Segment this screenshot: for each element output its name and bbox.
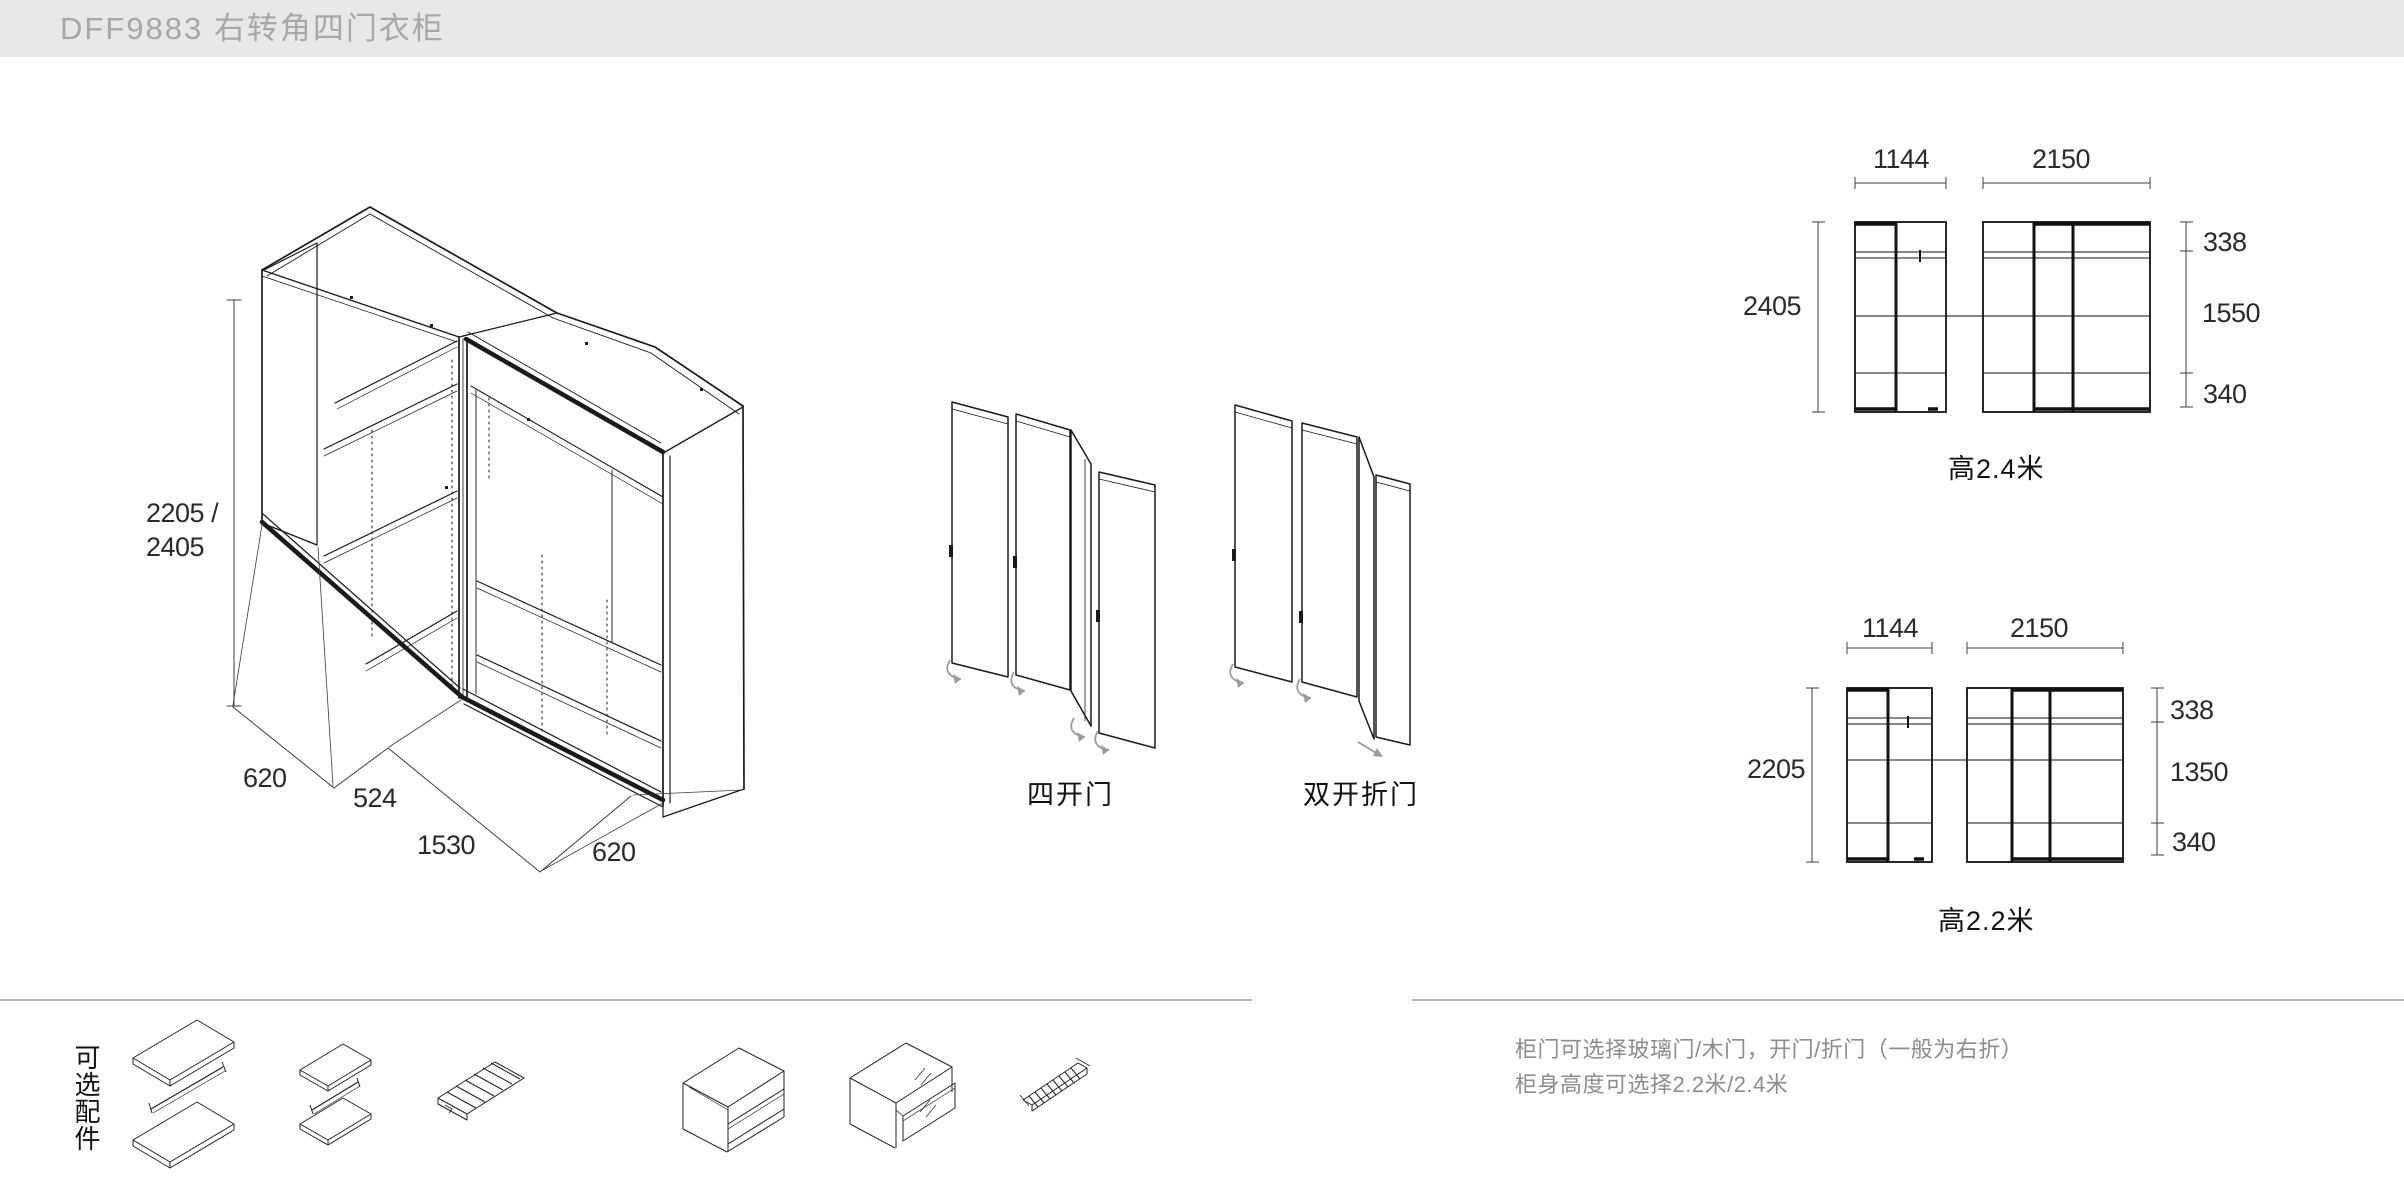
- four-door-figure: [946, 401, 1156, 755]
- shelf-with-rod-large-icon: [132, 1019, 235, 1169]
- elev22-caption: 高2.2米: [1938, 906, 2035, 936]
- elevation-24-figure: [1812, 177, 2193, 413]
- accessory-icons: [132, 1019, 1091, 1169]
- four-door-label: 四开门: [1027, 780, 1114, 810]
- pull-out-trouser-rack-icon: [437, 1061, 525, 1121]
- page-title: DFF9883 右转角四门衣柜: [60, 11, 445, 46]
- elev24-caption: 高2.4米: [1948, 454, 2045, 484]
- elev24-width-left: 1144: [1873, 144, 1930, 174]
- open-shelf-unit-icon: [682, 1047, 785, 1153]
- main-dim-left-depth: 620: [243, 763, 287, 793]
- elev24-width-right: 2150: [2032, 144, 2091, 174]
- main-dim-right-width: 1530: [417, 830, 476, 860]
- optional-accessories-label: 可选配件: [71, 1044, 101, 1152]
- elev22-height: 2205: [1747, 754, 1806, 784]
- main-height-label-line2: 2405: [146, 532, 205, 562]
- drawer-unit-icon: [849, 1042, 956, 1149]
- main-height-label-line1: 2205 /: [146, 498, 219, 528]
- elev24-height: 2405: [1743, 291, 1802, 321]
- note-line-1: 柜门可选择玻璃门/木门，开门/折门（一般为右折）: [1515, 1037, 2024, 1062]
- elev22-seg-mid: 1350: [2170, 757, 2229, 787]
- shelf-with-rod-small-icon: [299, 1043, 372, 1146]
- main-dim-right-depth: 620: [592, 837, 636, 867]
- separator-left: [0, 999, 1252, 1001]
- pull-out-hook-rack-icon: [1019, 1057, 1091, 1112]
- bifold-door-label: 双开折门: [1303, 780, 1419, 810]
- main-wardrobe-figure: [226, 206, 745, 873]
- elevation-22-figure: [1806, 642, 2164, 863]
- elev22-width-right: 2150: [2010, 613, 2069, 643]
- title-bar: DFF9883 右转角四门衣柜: [0, 0, 2404, 57]
- note-line-2: 柜身高度可选择2.2米/2.4米: [1515, 1072, 1789, 1097]
- elev24-seg-top: 338: [2203, 227, 2247, 257]
- main-dim-left-width: 524: [353, 783, 397, 813]
- elev22-seg-bottom: 340: [2172, 827, 2216, 857]
- separator-right: [1412, 999, 2404, 1001]
- elev22-seg-top: 338: [2170, 695, 2214, 725]
- elev24-seg-bottom: 340: [2203, 379, 2247, 409]
- elev22-width-left: 1144: [1862, 613, 1919, 643]
- elev24-seg-mid: 1550: [2202, 298, 2261, 328]
- bifold-door-figure: [1229, 404, 1411, 757]
